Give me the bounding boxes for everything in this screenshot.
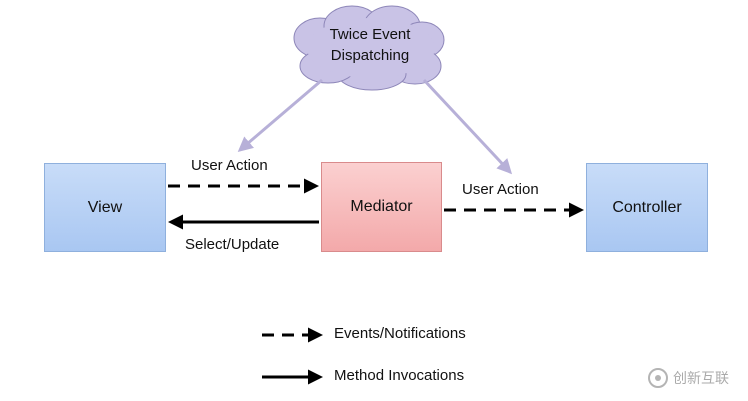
cloud-arrow-to-controller <box>422 78 513 175</box>
user-action-label-left: User Action <box>191 157 268 174</box>
view-label: View <box>87 198 123 216</box>
watermark-logo-icon <box>648 368 668 388</box>
user-action-label-right: User Action <box>462 181 539 198</box>
cloud-label: Twice Event Dispatching <box>300 24 440 66</box>
mediator-box: Mediator <box>321 162 442 252</box>
legend-methods-label: Method Invocations <box>334 367 465 384</box>
watermark: 创新互联 <box>648 358 748 398</box>
controller-label: Controller <box>612 198 682 216</box>
controller-box: Controller <box>586 163 708 252</box>
watermark-text: 创新互联 <box>673 370 729 386</box>
legend-events-label: Events/Notifications <box>334 325 466 342</box>
mediator-label: Mediator <box>350 198 413 215</box>
select-update-label: Select/Update <box>185 236 280 253</box>
cloud-label-line2: Dispatching <box>330 47 410 64</box>
cloud-label-line1: Twice Event <box>329 26 411 43</box>
cloud-arrow-to-view <box>237 78 323 152</box>
cloud-shape <box>293 5 445 91</box>
view-box: View <box>44 163 166 252</box>
